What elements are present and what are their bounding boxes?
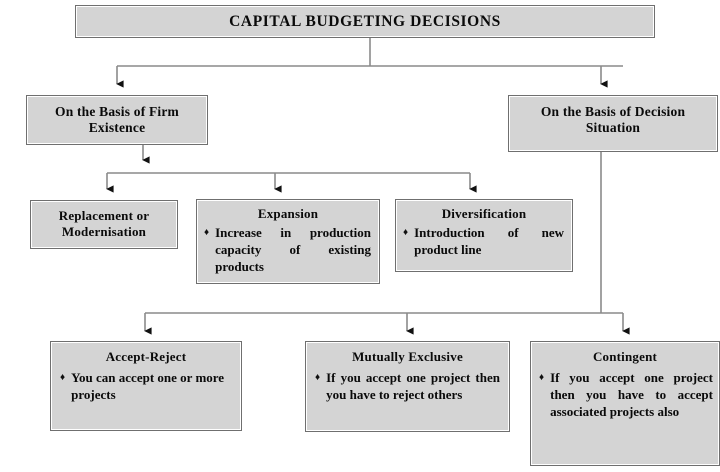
node-contingent[interactable]: Contingent ♦ If you accept one project t…: [530, 341, 720, 466]
node-bullet-text: Introduction of new product line: [414, 225, 564, 257]
node-on-the-basis-of-decision-situation[interactable]: On the Basis of Decision Situation: [508, 95, 718, 152]
node-bullet-text: You can accept one or more projects: [71, 370, 225, 402]
connector-firm-to-children: [106, 145, 477, 193]
node-title: Mutually Exclusive: [352, 349, 463, 364]
node-bullet-item: ♦ You can accept one or more projects: [51, 369, 241, 403]
node-title: On the Basis of Firm Existence: [55, 104, 179, 135]
node-title: Diversification: [441, 206, 527, 221]
node-bullet-item: ♦ Introduction of new product line: [396, 224, 572, 258]
node-title: Replacement or Modernisation: [58, 208, 150, 239]
node-title: Expansion: [257, 206, 319, 221]
diamond-bullet-icon: ♦: [60, 372, 66, 383]
node-mutually-exclusive[interactable]: Mutually Exclusive ♦ If you accept one p…: [305, 341, 510, 432]
node-bullet-text: Increase in production capacity of exist…: [215, 225, 371, 274]
node-title: Contingent: [592, 349, 658, 364]
node-title: Accept-Reject: [105, 349, 187, 364]
node-bullet-item: ♦ If you accept one project then you hav…: [531, 369, 719, 420]
node-bullet-text: If you accept one project then you have …: [326, 370, 500, 402]
diamond-bullet-icon: ♦: [539, 372, 545, 383]
node-on-the-basis-of-firm-existence[interactable]: On the Basis of Firm Existence: [26, 95, 208, 145]
node-diversification[interactable]: Diversification ♦ Introduction of new pr…: [395, 199, 573, 272]
node-title: CAPITAL BUDGETING DECISIONS: [229, 13, 501, 30]
diamond-bullet-icon: ♦: [403, 227, 409, 238]
node-bullet-text: If you accept one project then you have …: [550, 370, 713, 419]
node-bullet-item: ♦ If you accept one project then you hav…: [306, 369, 509, 403]
node-capital-budgeting-decisions[interactable]: CAPITAL BUDGETING DECISIONS: [75, 5, 655, 38]
node-replacement-or-modernisation[interactable]: Replacement or Modernisation: [30, 200, 178, 249]
node-expansion[interactable]: Expansion ♦ Increase in production capac…: [196, 199, 380, 284]
node-accept-reject[interactable]: Accept-Reject ♦ You can accept one or mo…: [50, 341, 242, 431]
node-title: On the Basis of Decision Situation: [540, 104, 686, 135]
diamond-bullet-icon: ♦: [315, 372, 321, 383]
connector-root-to-level2: [116, 38, 623, 88]
node-bullet-item: ♦ Increase in production capacity of exi…: [197, 224, 379, 275]
diamond-bullet-icon: ♦: [204, 227, 210, 238]
